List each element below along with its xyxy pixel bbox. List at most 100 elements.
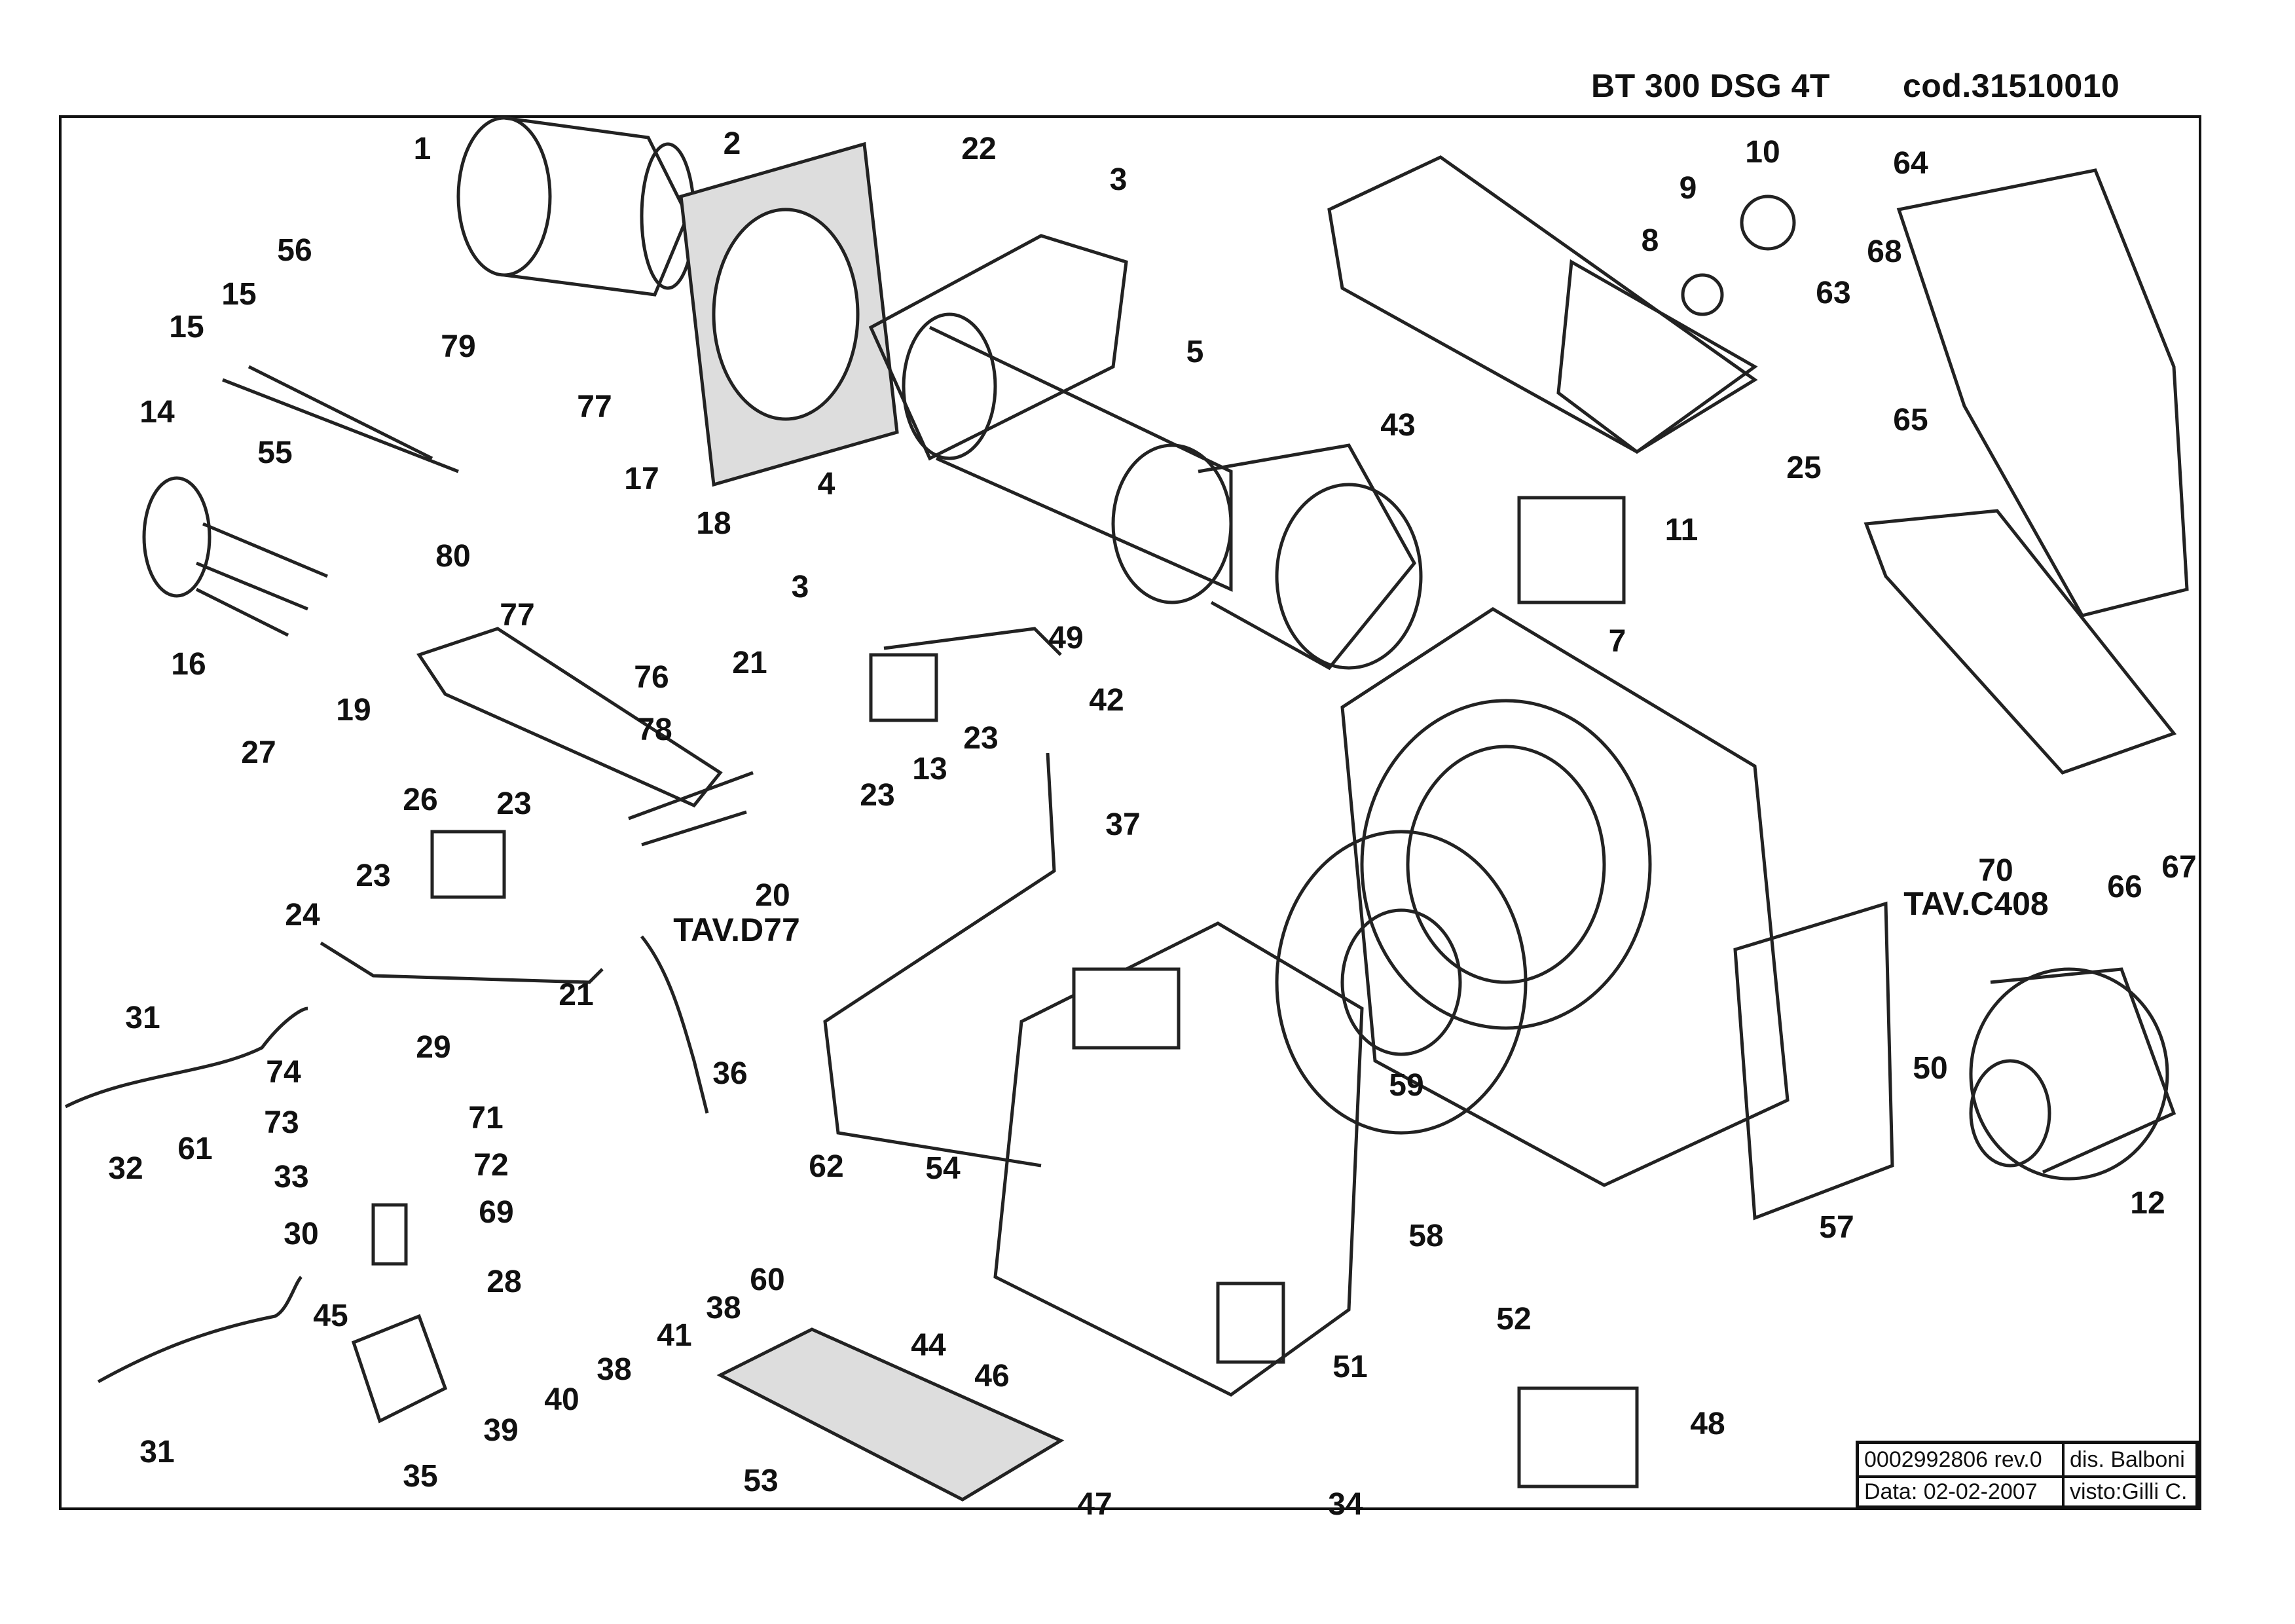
- callout-38b: 38: [706, 1291, 741, 1325]
- callout-24: 24: [285, 898, 320, 932]
- callout-29: 29: [416, 1030, 451, 1065]
- callout-23d: 23: [356, 858, 391, 893]
- callout-56: 56: [277, 233, 312, 268]
- callout-38a: 38: [597, 1352, 632, 1387]
- flange-part: [868, 234, 1128, 461]
- callout-18: 18: [696, 506, 731, 541]
- gasket-plate-part: [679, 141, 899, 487]
- air-box-part: [1111, 443, 1423, 671]
- callout-14: 14: [139, 395, 175, 430]
- drawn-by: dis. Balboni: [2063, 1443, 2197, 1477]
- callout-79: 79: [441, 329, 476, 364]
- callout-8: 8: [1641, 223, 1659, 258]
- callout-45: 45: [313, 1299, 348, 1333]
- callout-5: 5: [1186, 335, 1204, 369]
- model-code: cod.31510010: [1903, 67, 2120, 104]
- callout-15b: 15: [169, 310, 204, 344]
- solenoid-valve-part: [430, 830, 506, 899]
- callout-11: 11: [1664, 513, 1698, 547]
- callout-77b: 77: [500, 598, 535, 633]
- callout-23b: 23: [860, 778, 895, 813]
- callout-16: 16: [171, 647, 206, 682]
- callout-23c: 23: [496, 786, 532, 821]
- callout-53: 53: [743, 1464, 779, 1498]
- callout-22: 22: [961, 132, 997, 166]
- callout-60: 60: [750, 1263, 785, 1297]
- motor-plate-part: [1733, 901, 1894, 1221]
- callout-15a: 15: [221, 277, 257, 312]
- callout-26: 26: [403, 783, 438, 817]
- air-grille-part: [716, 1327, 1065, 1502]
- callout-61: 61: [177, 1132, 213, 1166]
- pump-part: [351, 1203, 448, 1424]
- checked-by: visto:Gilli C.: [2063, 1477, 2197, 1507]
- callout-35: 35: [403, 1459, 438, 1494]
- callout-41: 41: [657, 1318, 692, 1353]
- nozzle-holder-part: [416, 627, 754, 847]
- cover-part: [1327, 155, 1796, 454]
- callout-69: 69: [479, 1195, 514, 1230]
- callout-12: 12: [2130, 1186, 2165, 1221]
- transformer-part: [1517, 496, 1626, 604]
- callout-39: 39: [483, 1413, 519, 1448]
- fan-wheel-part: [1340, 908, 1462, 1056]
- callout-23a: 23: [963, 721, 999, 756]
- callout-59: 59: [1389, 1068, 1424, 1103]
- callout-3b: 3: [791, 570, 809, 604]
- callout-51: 51: [1332, 1350, 1368, 1384]
- callout-48: 48: [1690, 1407, 1725, 1441]
- callout-80: 80: [435, 539, 471, 574]
- callout-78: 78: [637, 712, 672, 747]
- callout-54: 54: [925, 1151, 961, 1186]
- callout-3: 3: [1109, 162, 1128, 197]
- blast-tube-part: [456, 116, 696, 297]
- callout-21a: 21: [732, 646, 767, 680]
- callout-66: 66: [2107, 870, 2142, 904]
- callout-17: 17: [624, 462, 659, 496]
- callout-58: 58: [1408, 1219, 1444, 1253]
- callout-7: 7: [1608, 624, 1626, 659]
- callout-30: 30: [284, 1217, 319, 1251]
- callout-63: 63: [1816, 276, 1851, 310]
- doc-number: 0002992806 rev.0: [1858, 1443, 2063, 1477]
- callout-73: 73: [264, 1105, 299, 1140]
- control-box-part: [1517, 1386, 1639, 1488]
- callout-37: 37: [1105, 807, 1141, 842]
- callout-31a: 31: [125, 1001, 160, 1035]
- callout-47: 47: [1077, 1487, 1112, 1522]
- title-block: 0002992806 rev.0 dis. Balboni Data: 02-0…: [1856, 1441, 2199, 1509]
- ref-tav-c408: TAV.C408: [1903, 885, 2049, 922]
- callout-28: 28: [487, 1264, 522, 1299]
- callout-77a: 77: [577, 390, 612, 424]
- fuel-piping: [64, 627, 1062, 1384]
- callout-49: 49: [1048, 621, 1084, 655]
- callout-70: 70: [1978, 853, 2013, 888]
- callout-19: 19: [336, 693, 371, 728]
- model-title: BT 300 DSG 4T: [1591, 67, 1830, 104]
- callout-2: 2: [723, 126, 741, 161]
- callout-46: 46: [974, 1359, 1010, 1393]
- callout-62: 62: [809, 1149, 844, 1184]
- callout-67: 67: [2161, 850, 2197, 885]
- callout-76: 76: [634, 660, 669, 695]
- drawing-date: Data: 02-02-2007: [1858, 1477, 2063, 1507]
- callout-36: 36: [712, 1056, 748, 1091]
- ref-tav-d77: TAV.D77: [673, 912, 800, 948]
- callout-74: 74: [266, 1055, 301, 1090]
- drawing-frame: [59, 115, 2201, 1510]
- fan-casing-part: [993, 921, 1364, 1397]
- callout-52: 52: [1496, 1302, 1532, 1337]
- callout-20: 20: [755, 878, 790, 913]
- callout-9: 9: [1679, 171, 1697, 206]
- callout-40: 40: [544, 1382, 579, 1417]
- callout-25: 25: [1786, 451, 1822, 485]
- burner-body-part: [1340, 607, 1790, 1187]
- callout-4: 4: [817, 467, 835, 502]
- motor-part: [1969, 967, 2176, 1181]
- callout-72: 72: [473, 1148, 509, 1183]
- callout-64: 64: [1893, 146, 1928, 181]
- callout-57: 57: [1819, 1210, 1854, 1245]
- callout-31b: 31: [139, 1435, 175, 1469]
